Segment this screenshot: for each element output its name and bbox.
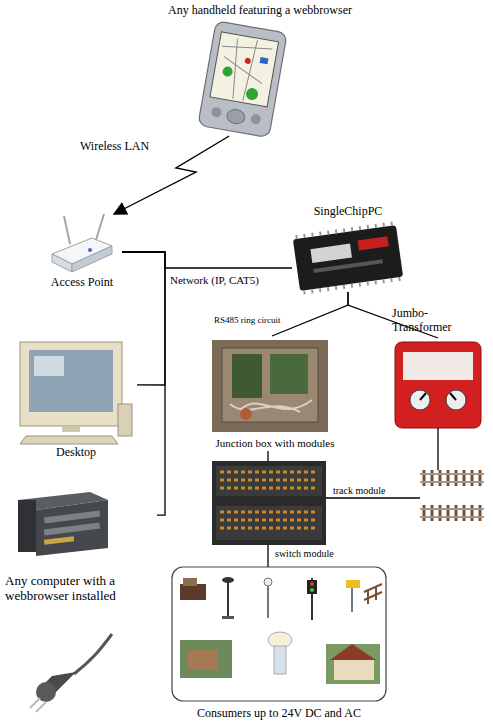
node-caption: Junction box with modules: [200, 437, 350, 450]
node-caption: Any handheld featuring a webbrowser: [150, 4, 370, 18]
node-caption: SingleChipPC: [292, 205, 404, 219]
handheld-node: Any handheld featuring a webbrowser: [150, 4, 370, 136]
network-cable: [122, 252, 165, 515]
chip-illustration: [292, 221, 403, 295]
server-illustration: [18, 492, 108, 556]
transformer-illustration: [395, 342, 481, 428]
node-caption: Jumbo-Transformer: [392, 307, 468, 335]
module-board-illustration: [212, 461, 326, 545]
network-cable: [122, 252, 165, 385]
node-caption: Desktop: [15, 446, 137, 460]
node-caption: Any computer with a webbrowser installed: [5, 574, 157, 604]
edge-label: Wireless LAN: [80, 140, 149, 153]
power-line: [348, 292, 438, 338]
rs485-line: [272, 292, 348, 336]
node-caption: Consumers up to 24V DC and AC: [172, 707, 386, 721]
junction-box-illustration: [212, 340, 328, 432]
module-label: track module: [333, 485, 385, 496]
track-illustration: [420, 470, 484, 521]
network-cable: [122, 252, 292, 268]
single-chip-pc-node: SingleChipPC: [292, 222, 404, 292]
desktop-illustration: [20, 342, 132, 444]
computer-node: Any computer with a webbrowser installed: [5, 486, 157, 604]
edge-label: RS485 ring circuit: [214, 316, 281, 326]
transformer-node: Jumbo-Transformer: [392, 338, 484, 434]
node-caption: Access Point: [42, 276, 122, 290]
desktop-node: Desktop: [15, 338, 137, 460]
handheld-illustration: [198, 21, 287, 138]
edge-label: Network (IP, CAT5): [170, 274, 259, 286]
junction-box-node: Junction box with modules: [200, 336, 350, 450]
consumers-node: Consumers up to 24V DC and AC: [172, 565, 386, 721]
consumers-frame: [172, 567, 386, 701]
module-label: switch module: [275, 548, 334, 559]
access-point-illustration: [52, 214, 112, 272]
plug-illustration: [30, 634, 112, 712]
access-point-node: Access Point: [42, 214, 122, 290]
